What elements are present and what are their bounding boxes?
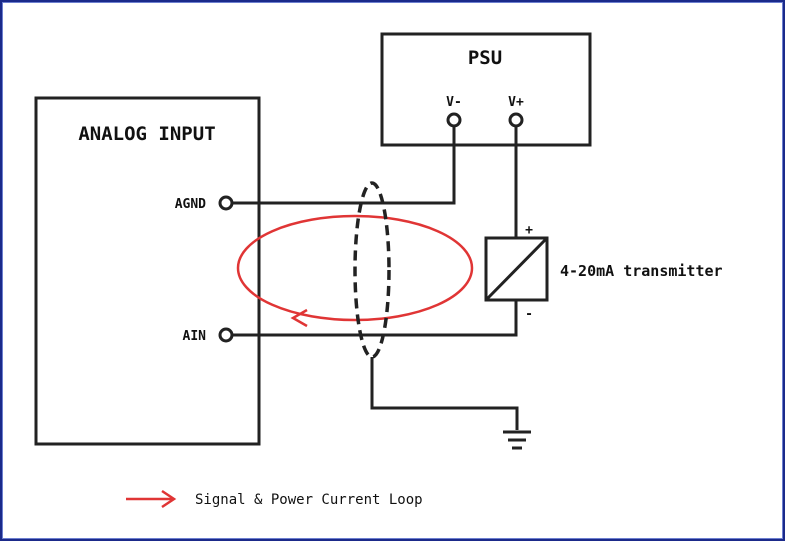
cable-shield xyxy=(353,181,391,359)
psu-vplus-terminal xyxy=(508,112,524,128)
transmitter-diagonal xyxy=(484,236,549,302)
ain-label: AIN xyxy=(183,329,207,344)
loop-arrow-icon xyxy=(290,308,308,328)
shield-drain-wire xyxy=(370,357,519,430)
psu-vminus-label: V- xyxy=(446,95,462,110)
legend-label: Signal & Power Current Loop xyxy=(195,492,423,508)
legend-arrow-icon xyxy=(126,489,177,509)
psu-title: PSU xyxy=(468,47,502,69)
ain-wire xyxy=(232,300,518,337)
analog-input-title: ANALOG INPUT xyxy=(78,123,215,145)
psu-vminus-terminal xyxy=(446,112,462,128)
psu-vplus-label: V+ xyxy=(508,95,524,110)
legend: Signal & Power Current Loop xyxy=(126,489,423,509)
analog-input-box xyxy=(34,96,261,446)
transmitter-label: 4-20mA transmitter xyxy=(560,262,723,280)
agnd-label: AGND xyxy=(175,197,206,212)
transmitter-plus: + xyxy=(525,223,533,238)
transmitter-minus: - xyxy=(525,307,533,322)
psu-box xyxy=(380,32,592,147)
agnd-terminal xyxy=(218,195,234,211)
ground-icon xyxy=(503,430,531,450)
agnd-wire xyxy=(232,126,456,205)
current-loop-indicator xyxy=(236,214,474,328)
ain-terminal xyxy=(218,327,234,343)
